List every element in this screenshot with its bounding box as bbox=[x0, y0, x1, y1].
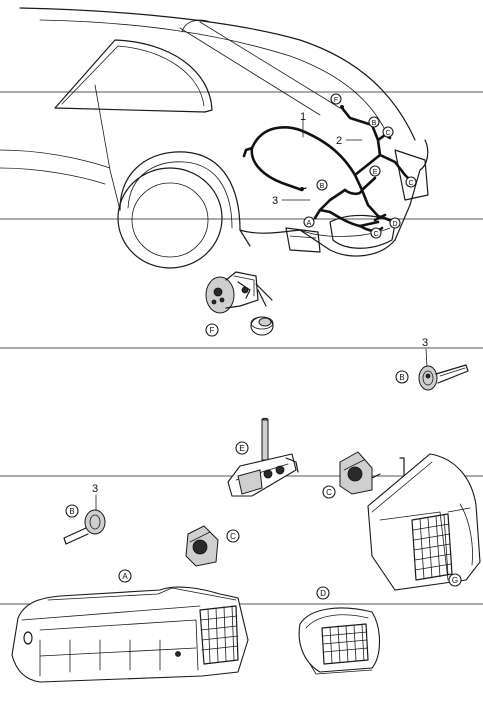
part-D-reversing-light: D bbox=[298, 586, 381, 675]
svg-text:C: C bbox=[373, 231, 378, 238]
part-E-licence-plate-light: E bbox=[227, 417, 299, 497]
harness-callouts: 1 2 3 F B C E C B bbox=[272, 93, 417, 239]
circle-label-F-harness: F bbox=[330, 93, 342, 105]
callout-3-right: 3 bbox=[422, 337, 428, 349]
svg-text:C: C bbox=[230, 532, 236, 541]
svg-text:C: C bbox=[408, 180, 413, 187]
circle-label-C-harness-3: C bbox=[370, 227, 382, 239]
callout-3-left: 3 bbox=[92, 483, 98, 495]
svg-text:C: C bbox=[326, 488, 332, 497]
svg-text:B: B bbox=[69, 507, 74, 516]
svg-text:B: B bbox=[372, 120, 377, 127]
part-C-bulb-socket-right: C bbox=[322, 451, 381, 499]
part-A-rear-light-lens: A bbox=[11, 569, 249, 683]
wiring-harness bbox=[242, 105, 412, 233]
circle-label-F-part: F bbox=[205, 323, 219, 337]
svg-text:D: D bbox=[320, 589, 326, 598]
lens-grid-A bbox=[200, 605, 239, 664]
part-C-bulb-socket-left: C bbox=[185, 525, 240, 567]
circle-label-A-part: A bbox=[118, 569, 132, 583]
svg-text:E: E bbox=[373, 169, 378, 176]
svg-text:D: D bbox=[392, 221, 397, 228]
circle-label-A-harness: A bbox=[303, 216, 315, 228]
svg-text:G: G bbox=[452, 576, 458, 585]
circle-label-C-harness-1: C bbox=[382, 126, 394, 138]
lens-grid-D bbox=[322, 624, 369, 664]
lens-grid-G bbox=[412, 514, 452, 580]
svg-text:A: A bbox=[122, 572, 128, 581]
circle-label-C-right: C bbox=[322, 485, 336, 499]
svg-text:E: E bbox=[239, 444, 244, 453]
callout-3-harness: 3 bbox=[272, 195, 278, 207]
circle-label-E-harness: E bbox=[369, 165, 381, 177]
svg-text:F: F bbox=[210, 326, 215, 335]
circle-label-B-right: B bbox=[395, 370, 409, 384]
circle-label-B-harness-mid: B bbox=[316, 179, 328, 191]
part-F-interior-light-assembly: F bbox=[205, 271, 274, 337]
circle-label-C-harness-2: C bbox=[405, 176, 417, 188]
svg-text:B: B bbox=[320, 183, 325, 190]
svg-text:C: C bbox=[385, 130, 390, 137]
svg-text:F: F bbox=[334, 97, 338, 104]
part-B-bulb-holder-right: 3 B bbox=[395, 337, 469, 391]
svg-text:B: B bbox=[399, 373, 404, 382]
circle-label-E-part: E bbox=[235, 441, 249, 455]
circle-label-B-harness-top: B bbox=[368, 116, 380, 128]
circle-label-G: G bbox=[448, 573, 462, 587]
circle-label-B-left: B bbox=[65, 504, 79, 518]
part-G-rear-light-lens: G bbox=[367, 453, 481, 591]
circle-label-D-harness: D bbox=[389, 217, 401, 229]
circle-label-D-part: D bbox=[316, 586, 330, 600]
svg-text:A: A bbox=[307, 220, 312, 227]
circle-label-C-left: C bbox=[226, 529, 240, 543]
callout-1: 1 bbox=[300, 111, 306, 123]
callout-2: 2 bbox=[336, 135, 342, 147]
part-B-bulb-holder-left: 3 B bbox=[63, 483, 106, 545]
car-body-outline bbox=[0, 7, 429, 269]
